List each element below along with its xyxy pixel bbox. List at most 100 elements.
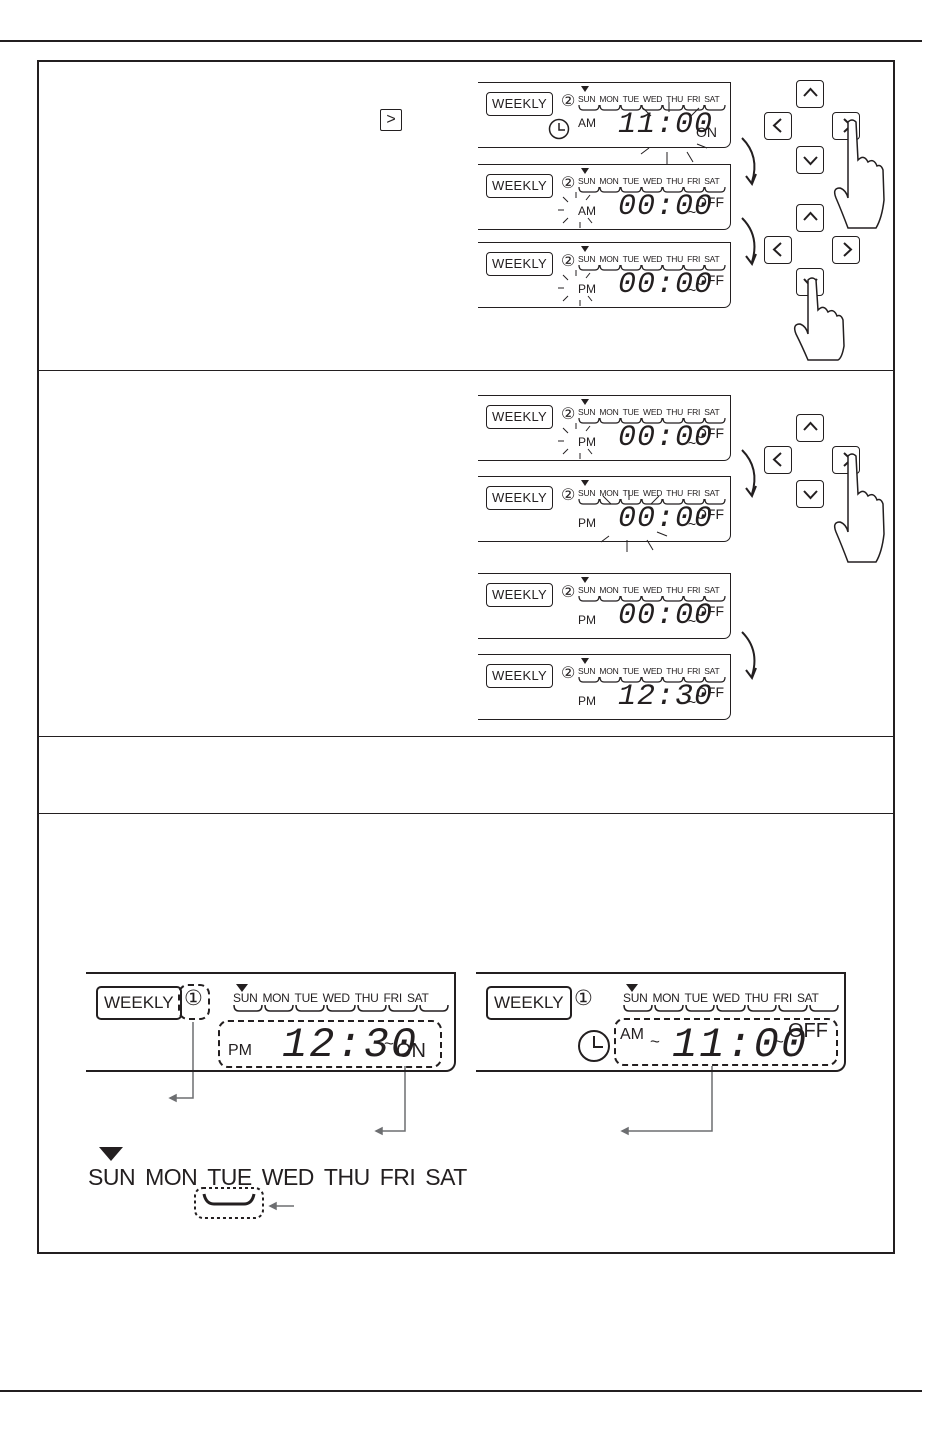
- range-tilde: ~: [774, 1032, 784, 1051]
- day-label: THU: [666, 254, 684, 264]
- lcd-frame: [478, 654, 731, 720]
- program-number: ②: [561, 93, 576, 110]
- day-label: MON: [599, 176, 619, 186]
- day-label: SUN: [578, 254, 596, 264]
- day-label: FRI: [687, 94, 701, 104]
- on-off-state: OFF: [696, 425, 724, 441]
- up-button[interactable]: [796, 414, 824, 442]
- day-label: SUN: [233, 991, 258, 1005]
- current-day-marker: [626, 984, 638, 992]
- day-label: WED: [643, 666, 663, 676]
- up-button[interactable]: [796, 204, 824, 232]
- down-button[interactable]: [796, 146, 824, 174]
- day-label: TUE: [684, 991, 708, 1005]
- chevron-down-icon: [802, 156, 818, 166]
- ampm-indicator: PM: [228, 1042, 252, 1059]
- ampm-indicator: PM: [578, 282, 596, 296]
- time-readout: 12:30: [282, 1021, 419, 1069]
- day-label: SUN: [578, 488, 596, 498]
- right-button[interactable]: [832, 236, 860, 264]
- weekly-mode-label: WEEKLY: [486, 405, 554, 429]
- chevron-right-icon: [842, 242, 852, 257]
- day-label: SAT: [796, 991, 819, 1005]
- day-label: TUE: [207, 1164, 252, 1190]
- range-tilde: ~: [650, 1032, 660, 1051]
- program-number: ②: [561, 584, 576, 601]
- day-brackets: [578, 499, 726, 505]
- left-button[interactable]: [764, 112, 792, 140]
- program-number: ②: [561, 665, 576, 682]
- time-readout: 11:00: [672, 1021, 809, 1069]
- up-button[interactable]: [796, 80, 824, 108]
- right-button[interactable]: [832, 446, 860, 474]
- time-readout: 00:00: [618, 502, 714, 536]
- day-label: MON: [262, 991, 290, 1005]
- chevron-down-icon: [802, 490, 818, 500]
- time-setting-highlight: [614, 1018, 838, 1066]
- day-label: FRI: [687, 488, 701, 498]
- left-button[interactable]: [764, 236, 792, 264]
- day-label: WED: [643, 585, 663, 595]
- day-label: FRI: [383, 991, 403, 1005]
- right-button[interactable]: [832, 112, 860, 140]
- day-label: MON: [599, 585, 619, 595]
- weekly-mode-label: WEEKLY: [486, 583, 554, 607]
- day-label: FRI: [687, 254, 701, 264]
- instruction-frame: [37, 60, 895, 1254]
- lcd-frame: [478, 395, 731, 461]
- day-label: SAT: [704, 488, 720, 498]
- day-label: SAT: [704, 407, 720, 417]
- blink-indicator-icon: [640, 102, 708, 164]
- day-label: THU: [666, 176, 684, 186]
- blink-indicator-icon: [558, 270, 593, 306]
- weekly-mode-label: WEEKLY: [486, 664, 554, 688]
- day-label: SAT: [406, 991, 429, 1005]
- weekly-mode-label: WEEKLY: [486, 92, 554, 116]
- day-label: TUE: [622, 585, 640, 595]
- day-brackets: [233, 1005, 449, 1012]
- left-button[interactable]: [764, 446, 792, 474]
- clock-icon: [578, 1030, 610, 1062]
- day-label: SAT: [704, 666, 720, 676]
- time-readout: 11:00: [618, 108, 714, 142]
- range-tilde: ~: [384, 1034, 394, 1053]
- day-label: WED: [643, 407, 663, 417]
- down-button[interactable]: [796, 268, 824, 296]
- ampm-indicator: AM: [578, 116, 596, 130]
- range-tilde: ~: [688, 516, 697, 532]
- day-label: WED: [712, 991, 740, 1005]
- chevron-left-icon: [772, 242, 782, 257]
- down-button[interactable]: [796, 480, 824, 508]
- range-tilde: ~: [688, 694, 697, 710]
- top-rule: [0, 40, 922, 42]
- blink-indicator-icon: [600, 490, 668, 552]
- day-brackets: [578, 265, 726, 271]
- program-number: ②: [561, 487, 576, 504]
- ampm-indicator: AM: [578, 204, 596, 218]
- lcd-frame: [478, 164, 731, 230]
- chevron-left-icon: [772, 118, 782, 133]
- day-brackets: [578, 187, 726, 193]
- range-tilde: ~: [688, 435, 697, 451]
- lcd-frame: [478, 476, 731, 542]
- program-number: ②: [561, 406, 576, 423]
- day-label: THU: [666, 666, 684, 676]
- current-day-marker: [236, 984, 248, 992]
- time-readout: 00:00: [618, 421, 714, 455]
- section-divider-1: [37, 370, 895, 371]
- day-label: WED: [643, 254, 663, 264]
- day-label: TUE: [622, 176, 640, 186]
- on-off-state: OFF: [696, 194, 724, 210]
- weekly-mode-label: WEEKLY: [96, 986, 182, 1020]
- current-day-marker: [581, 480, 589, 486]
- range-tilde: ~: [688, 613, 697, 629]
- day-label: TUE: [622, 254, 640, 264]
- range-tilde: ~: [688, 204, 697, 220]
